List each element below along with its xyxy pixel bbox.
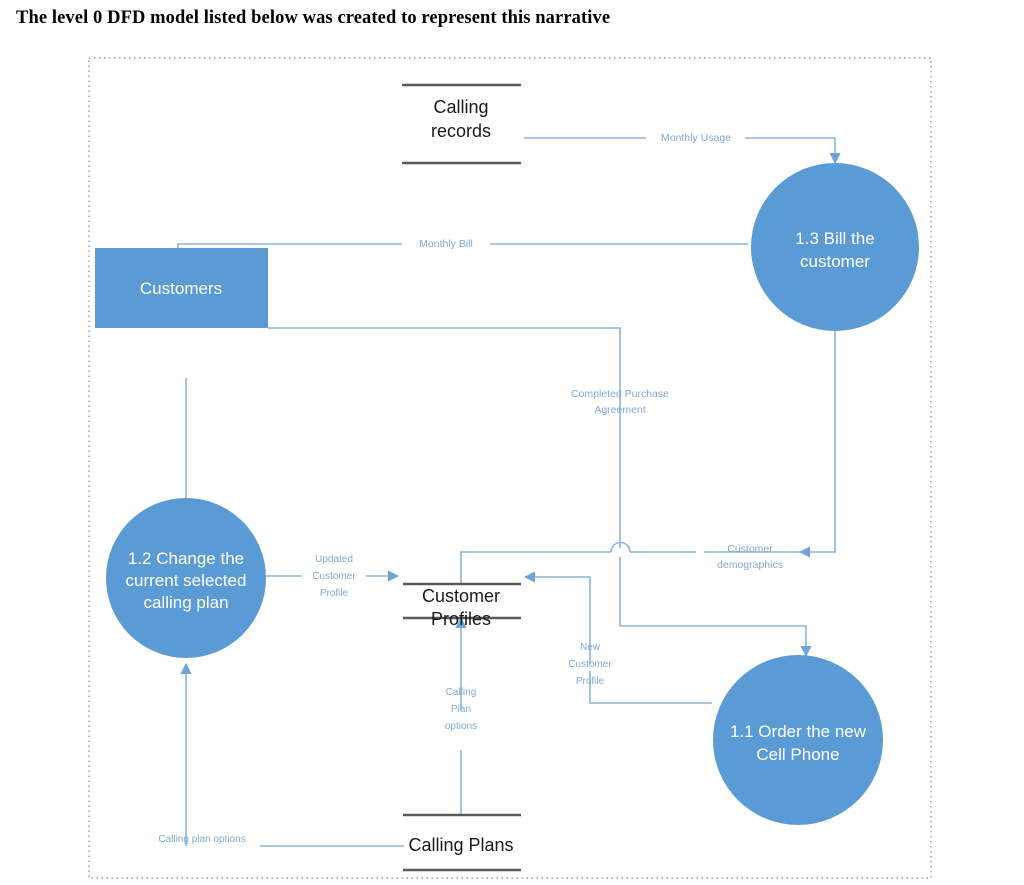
process-1-1-label-line1: 1.1 Order the new <box>730 722 867 741</box>
data-store-calling-records-line2: records <box>431 121 491 141</box>
flow-label-updated-customer-profile-line2: Customer <box>312 571 356 582</box>
data-store-customer-profiles-line2: Profiles <box>431 609 491 629</box>
data-store-calling-plans-label: Calling Plans <box>408 835 513 855</box>
flow-monthly-usage: Monthly Usage <box>524 132 841 165</box>
flow-label-updated-customer-profile-line3: Profile <box>320 588 349 599</box>
process-1-2-change-calling-plan[interactable]: 1.2 Change the current selected calling … <box>106 498 266 658</box>
flow-label-new-customer-profile-line3: Profile <box>576 676 605 687</box>
flow-label-new-customer-profile-line1: New <box>580 642 601 653</box>
flow-label-monthly-bill: Monthly Bill <box>419 238 473 250</box>
flow-label-new-customer-profile-line2: Customer <box>568 659 612 670</box>
process-1-3-label-line2: customer <box>800 252 870 271</box>
flow-new-customer-profile: New Customer Profile <box>523 571 712 704</box>
flow-label-customer-demographics-line2: demographics <box>717 559 783 571</box>
flow-label-calling-plan-options-line1: Calling <box>446 687 477 698</box>
data-store-customer-profiles[interactable]: Customer Profiles <box>403 582 521 629</box>
data-store-calling-records-line1: Calling <box>433 97 488 117</box>
flow-calling-plan-options-to-change-plan: Calling plan options <box>158 662 404 847</box>
flow-label-completed-purchase-agreement-line1: Completed Purchase <box>571 388 669 400</box>
process-1-2-label-line1: 1.2 Change the <box>128 549 244 568</box>
flow-calling-plan-options-to-profiles: Calling Plan options <box>445 616 477 815</box>
external-entity-customers[interactable]: Customers <box>95 248 268 328</box>
page-title: The level 0 DFD model listed below was c… <box>16 8 611 28</box>
flow-label-completed-purchase-agreement-line2: Agreement <box>594 404 645 416</box>
process-1-1-order-new-cell-phone[interactable]: 1.1 Order the new Cell Phone <box>713 655 883 825</box>
data-store-calling-plans[interactable]: Calling Plans <box>403 813 521 872</box>
data-store-customer-profiles-line1: Customer <box>422 586 500 606</box>
process-1-2-label-line3: calling plan <box>143 593 228 612</box>
flow-updated-customer-profile: Updated Customer Profile <box>266 554 400 599</box>
flow-completed-purchase-agreement: Completed Purchase Agreement <box>268 327 812 658</box>
flow-label-customer-demographics-line1: Customer <box>727 543 773 555</box>
process-1-3-label-line1: 1.3 Bill the <box>795 229 874 248</box>
flow-label-monthly-usage: Monthly Usage <box>661 132 731 144</box>
external-entity-customers-label: Customers <box>140 279 222 298</box>
flow-label-calling-plan-options-line3: options <box>445 721 477 732</box>
system-boundary <box>88 57 932 879</box>
flow-label-calling-plan-options-proc: Calling plan options <box>158 834 245 845</box>
flow-label-updated-customer-profile-line1: Updated <box>315 554 353 565</box>
data-store-calling-records[interactable]: Calling records <box>402 83 521 165</box>
process-1-2-label-line2: current selected <box>126 571 247 590</box>
flow-customer-demographics: Customer demographics <box>460 331 836 584</box>
dfd-diagram: Monthly Usage Monthly Bill Completed Pur… <box>0 40 1024 885</box>
flow-label-calling-plan-options-line2: Plan <box>451 704 471 715</box>
process-1-1-label-line2: Cell Phone <box>756 745 839 764</box>
process-1-3-bill-the-customer[interactable]: 1.3 Bill the customer <box>751 163 919 331</box>
dfd-canvas: Monthly Usage Monthly Bill Completed Pur… <box>88 57 932 879</box>
